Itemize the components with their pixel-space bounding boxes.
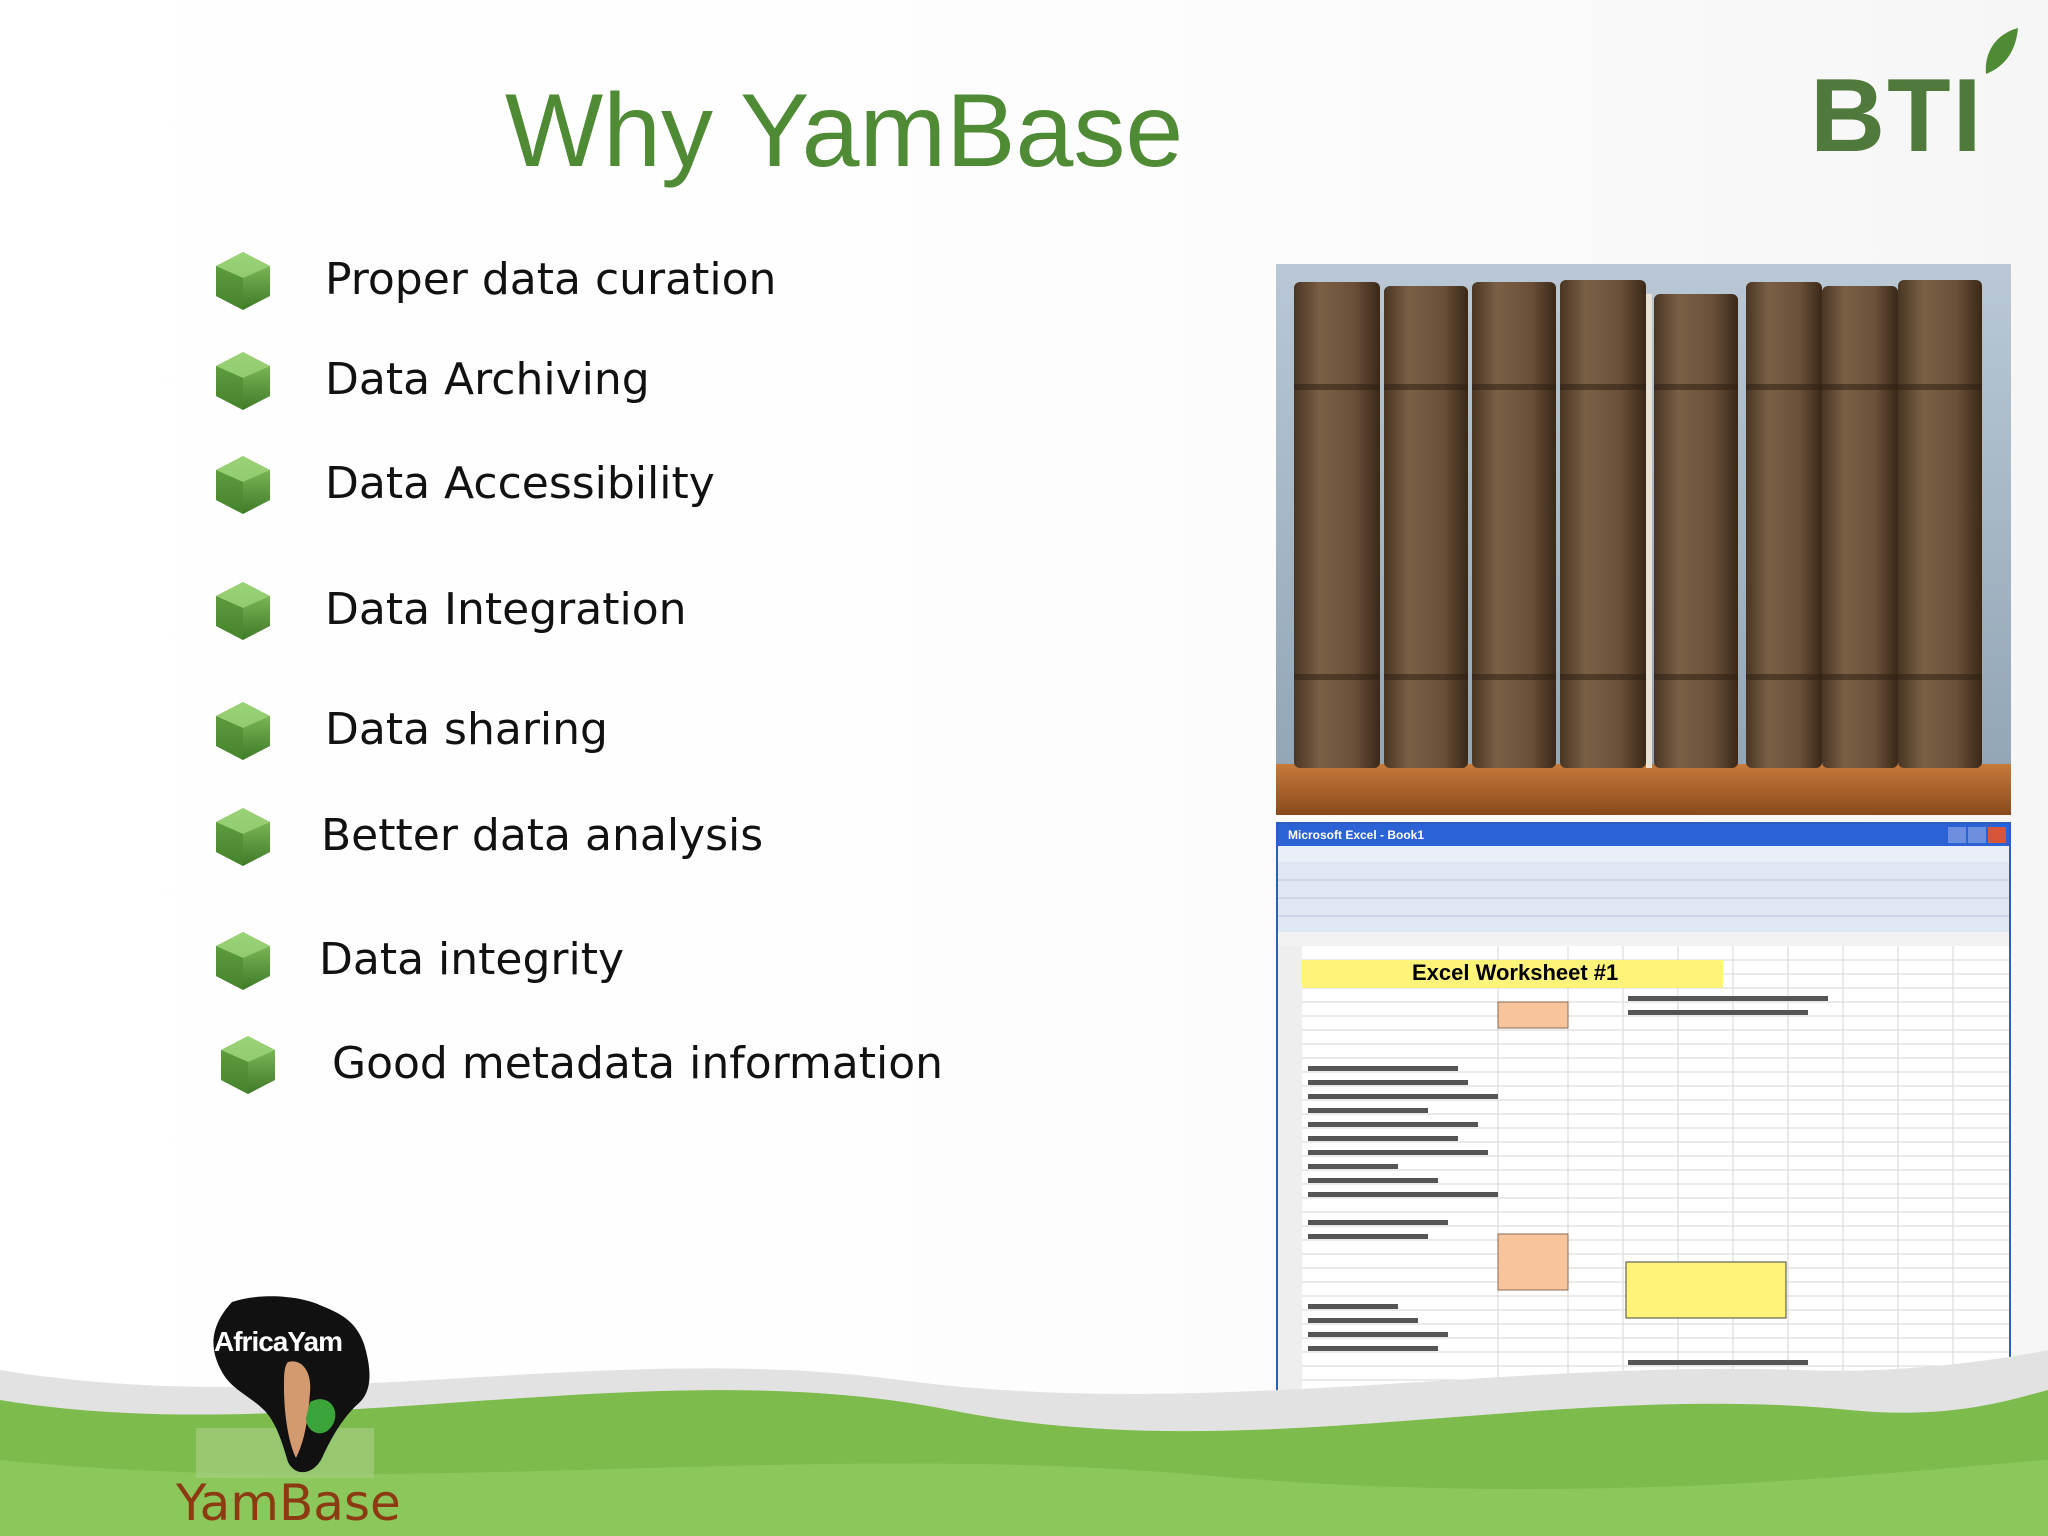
- bullet-text: Better data analysis: [321, 810, 764, 861]
- bullet-text: Data Integration: [325, 584, 687, 635]
- bullet-item: Data Integration: [205, 580, 1105, 650]
- green-gem-icon: [212, 250, 274, 312]
- bullet-text: Proper data curation: [325, 254, 777, 305]
- slide-title: Why YamBase: [505, 73, 1184, 189]
- green-gem-icon: [212, 350, 274, 412]
- africa-map-icon: [196, 1296, 374, 1478]
- bullet-text: Data sharing: [325, 704, 608, 755]
- bullet-text: Data Accessibility: [325, 458, 715, 509]
- bullet-item: Data Archiving: [205, 350, 1105, 420]
- bti-logo: BTI: [1810, 26, 2020, 168]
- green-gem-icon: [212, 454, 274, 516]
- africayam-label: AfricaYam: [214, 1326, 343, 1357]
- books-photo: [1276, 264, 2011, 815]
- green-gem-icon: [217, 1034, 279, 1096]
- yambase-label: YamBase: [176, 1474, 401, 1532]
- green-gem-icon: [212, 580, 274, 642]
- excel-sheet-title: Excel Worksheet #1: [1412, 960, 1619, 985]
- green-gem-icon: [212, 806, 274, 868]
- books-illustration: [1276, 264, 2011, 815]
- bullet-item: Good metadata information: [205, 1034, 1105, 1104]
- green-gem-icon: [212, 930, 274, 992]
- bullet-item: Better data analysis: [205, 806, 1105, 876]
- bullet-text: Data Archiving: [325, 354, 650, 405]
- bullet-text: Good metadata information: [332, 1038, 944, 1089]
- green-gem-icon: [212, 700, 274, 762]
- bullet-item: Data Accessibility: [205, 454, 1105, 524]
- bullet-text: Data integrity: [319, 934, 625, 985]
- bti-logo-text: BTI: [1810, 58, 1984, 174]
- excel-window-title: Microsoft Excel - Book1: [1288, 828, 1425, 842]
- bullet-item: Data integrity: [205, 930, 1105, 1000]
- bullet-item: Proper data curation: [205, 250, 1105, 320]
- footer-wave: [0, 1350, 2048, 1536]
- bullet-item: Data sharing: [205, 700, 1105, 770]
- leaf-icon: [1985, 28, 2018, 74]
